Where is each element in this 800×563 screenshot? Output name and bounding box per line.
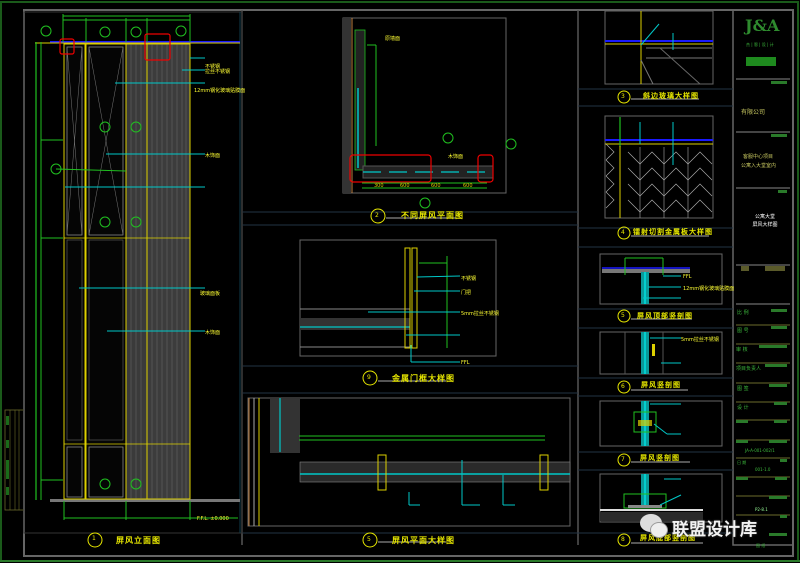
annotation-label: 木饰面 — [205, 330, 221, 336]
view-title-door-frame: 金属门框大样图 — [392, 374, 455, 383]
annotation-label: 12mm钢化玻璃贴膜面 — [194, 88, 246, 94]
scale-label: 比 例 — [737, 310, 749, 316]
watermark-text: 联盟设计库 — [672, 520, 757, 540]
dimension-label: 600 — [463, 183, 473, 189]
view-title-bottom-section: 屏风底部竖剖图 — [640, 534, 696, 542]
view-number-plan: 2 — [375, 212, 379, 219]
view-number-door-frame: 9 — [367, 374, 371, 381]
floor-level-label: F.F.L. ±0.000 — [197, 516, 229, 522]
frame-label: 不锈钢 — [461, 276, 477, 282]
section-label: 12mm钢化玻璃贴膜面 — [683, 286, 735, 292]
company-name: 有限公司 — [741, 109, 766, 116]
view-number-bevel-glass: 3 — [621, 93, 625, 100]
drawing-title-line2: 屏风大样图 — [752, 222, 778, 228]
section-label: FFL — [683, 274, 692, 280]
project-leader-label: 项目负责人 — [736, 366, 762, 372]
section-label: 5mm拉丝不锈钢 — [681, 337, 719, 343]
stamp-label: 图 签 — [737, 386, 749, 392]
annotation-label: 玻璃面板 — [200, 291, 221, 297]
view-number-section-7: 7 — [621, 456, 625, 463]
frame-label: 5mm拉丝不锈钢 — [461, 311, 499, 317]
plan-label-wood: 木饰面 — [448, 154, 464, 160]
project-name-line1: 客服中心项目 — [743, 154, 774, 160]
frame-label: FFL — [461, 360, 470, 366]
view-number-top-section: 5 — [621, 312, 625, 319]
annotation-label: 拉丝不锈钢 — [205, 69, 231, 75]
approval-label: 审 核 — [736, 347, 748, 353]
dimension-label: 600 — [400, 183, 410, 189]
view-title-screen-plan-detail: 屏风平面大样图 — [392, 536, 455, 545]
drawing-no-label: 图 号 — [737, 328, 749, 334]
view-title-section-6: 屏风竖剖图 — [641, 381, 681, 389]
company-logo-subtitle: 杰 | 恩 | 设 | 计 — [746, 42, 774, 47]
view-title-bevel-glass: 斜边玻璃大样图 — [643, 92, 699, 100]
view-title-elevation: 屏风立面图 — [116, 536, 161, 545]
view-title-top-section: 屏风顶部竖剖图 — [637, 312, 693, 320]
annotation-label: 不锈钢 — [205, 64, 221, 70]
annotation-label: 木饰面 — [205, 153, 221, 159]
view-number-bottom-section: 8 — [621, 536, 625, 543]
view-title-plan: 不同屏风平面图 — [401, 211, 464, 220]
design-label: 设 计 — [737, 405, 749, 411]
view-title-section-7: 屏风竖剖图 — [640, 454, 680, 462]
wechat-logo-icon-inner — [650, 522, 668, 538]
plan-label-wall: 原墙面 — [385, 36, 401, 42]
dimension-label: 600 — [431, 183, 441, 189]
view-number-section-6: 6 — [621, 383, 625, 390]
project-name-line2: 公寓入大堂室内 — [741, 163, 777, 169]
view-number-screen-plan-detail: 5 — [367, 536, 371, 543]
dimension-label: 300 — [374, 183, 384, 189]
company-logo: J&A — [745, 16, 780, 35]
date-label: 日 期 — [737, 460, 747, 465]
view-title-laser-cut: 镭射切割金属板大样图 — [633, 228, 713, 236]
view-number-elevation: 1 — [92, 535, 96, 542]
drawing-code: JA-A-001-002/1 — [745, 448, 775, 453]
version-number: 001-1.0 — [755, 467, 771, 472]
sheet-number: P2-8.1 — [755, 507, 768, 512]
view-number-laser-cut: 4 — [621, 229, 625, 236]
drawing-title-line1: 公寓大堂 — [754, 214, 775, 220]
frame-label-handle: 门把 — [461, 290, 472, 296]
footer-label: 图 纸 — [756, 543, 766, 548]
